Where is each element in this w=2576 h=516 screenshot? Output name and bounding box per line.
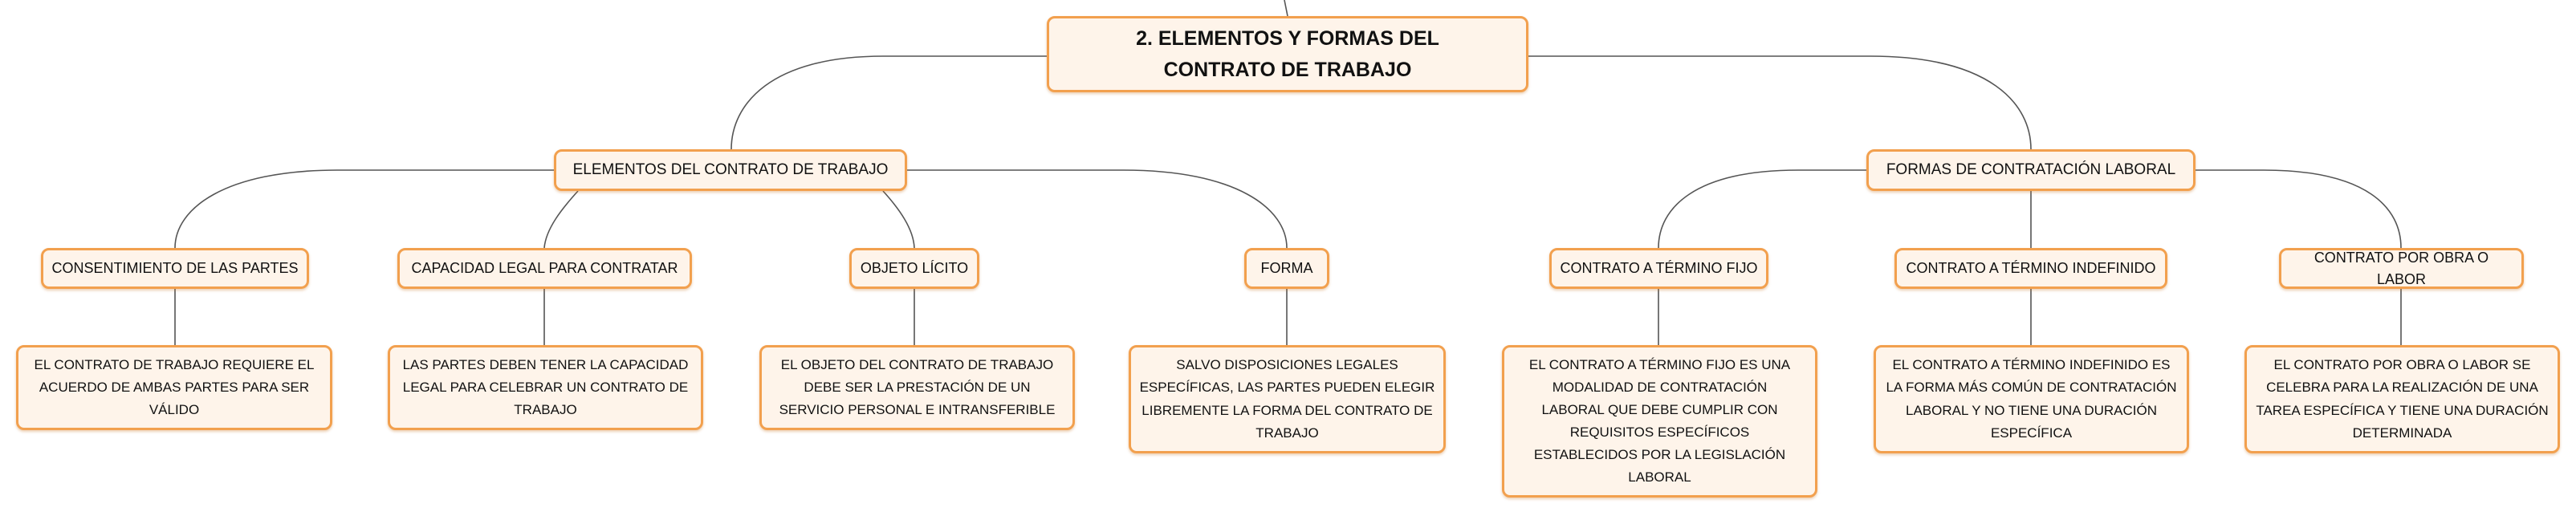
root-label: 2. ELEMENTOS Y FORMAS DEL CONTRATO DE TR… bbox=[1136, 26, 1439, 81]
node-obra-labor[interactable]: CONTRATO POR OBRA O LABOR bbox=[2279, 248, 2524, 289]
connector-elementos-forma bbox=[907, 169, 1288, 249]
node-label: CONTRATO POR OBRA O LABOR bbox=[2314, 249, 2489, 287]
connector-root-formas bbox=[1528, 55, 2032, 150]
node-label: CONSENTIMIENTO DE LAS PARTES bbox=[51, 260, 299, 276]
node-label: CONTRATO A TÉRMINO INDEFINIDO bbox=[1906, 260, 2156, 276]
node-consentimiento[interactable]: CONSENTIMIENTO DE LAS PARTES bbox=[41, 248, 309, 289]
detail-objeto[interactable]: EL OBJETO DEL CONTRATO DE TRABAJO DEBE S… bbox=[759, 345, 1075, 430]
node-termino-fijo[interactable]: CONTRATO A TÉRMINO FIJO bbox=[1549, 248, 1768, 289]
connector-parent-root bbox=[1284, 0, 1288, 17]
connector-elementos-objeto bbox=[882, 190, 915, 249]
node-capacidad[interactable]: CAPACIDAD LEGAL PARA CONTRATAR bbox=[397, 248, 692, 289]
branch-label: ELEMENTOS DEL CONTRATO DE TRABAJO bbox=[572, 160, 889, 178]
node-label: FORMA bbox=[1260, 260, 1313, 276]
detail-text: EL CONTRATO A TÉRMINO INDEFINIDO ES LA F… bbox=[1886, 357, 2177, 441]
node-label: CONTRATO A TÉRMINO FIJO bbox=[1560, 260, 1758, 276]
branch-formas[interactable]: FORMAS DE CONTRATACIÓN LABORAL bbox=[1866, 149, 2196, 191]
detail-text: EL CONTRATO DE TRABAJO REQUIERE EL ACUER… bbox=[34, 356, 315, 418]
node-termino-indefinido[interactable]: CONTRATO A TÉRMINO INDEFINIDO bbox=[1894, 248, 2167, 289]
connector-root-elementos bbox=[730, 55, 1047, 150]
detail-termino-fijo[interactable]: EL CONTRATO A TÉRMINO FIJO ES UNA MODALI… bbox=[1502, 345, 1817, 498]
detail-text: EL CONTRATO A TÉRMINO FIJO ES UNA MODALI… bbox=[1528, 356, 1791, 486]
detail-capacidad[interactable]: LAS PARTES DEBEN TENER LA CAPACIDAD LEGA… bbox=[388, 345, 703, 430]
detail-obra-labor[interactable]: EL CONTRATO POR OBRA O LABOR SE CELEBRA … bbox=[2244, 345, 2560, 453]
node-objeto[interactable]: OBJETO LÍCITO bbox=[849, 248, 979, 289]
connector-formas-obra bbox=[2196, 169, 2402, 249]
node-label: CAPACIDAD LEGAL PARA CONTRATAR bbox=[411, 260, 678, 276]
connector-formas-fijo bbox=[1658, 169, 1866, 249]
detail-text: LAS PARTES DEBEN TENER LA CAPACIDAD LEGA… bbox=[402, 356, 689, 418]
node-label: OBJETO LÍCITO bbox=[860, 260, 969, 276]
detail-text: SALVO DISPOSICIONES LEGALES ESPECÍFICAS,… bbox=[1139, 357, 1435, 441]
detail-text: EL CONTRATO POR OBRA O LABOR SE CELEBRA … bbox=[2256, 357, 2549, 441]
detail-termino-indefinido[interactable]: EL CONTRATO A TÉRMINO INDEFINIDO ES LA F… bbox=[1874, 345, 2189, 453]
branch-label: FORMAS DE CONTRATACIÓN LABORAL bbox=[1886, 160, 2176, 178]
detail-text: EL OBJETO DEL CONTRATO DE TRABAJO DEBE S… bbox=[779, 356, 1056, 418]
detail-forma[interactable]: SALVO DISPOSICIONES LEGALES ESPECÍFICAS,… bbox=[1129, 345, 1446, 453]
connector-elementos-consentimiento bbox=[174, 169, 554, 249]
root-node[interactable]: 2. ELEMENTOS Y FORMAS DEL CONTRATO DE TR… bbox=[1047, 16, 1528, 92]
node-forma[interactable]: FORMA bbox=[1244, 248, 1329, 289]
detail-consentimiento[interactable]: EL CONTRATO DE TRABAJO REQUIERE EL ACUER… bbox=[16, 345, 332, 430]
branch-elementos[interactable]: ELEMENTOS DEL CONTRATO DE TRABAJO bbox=[554, 149, 907, 191]
connector-elementos-capacidad bbox=[543, 190, 579, 249]
